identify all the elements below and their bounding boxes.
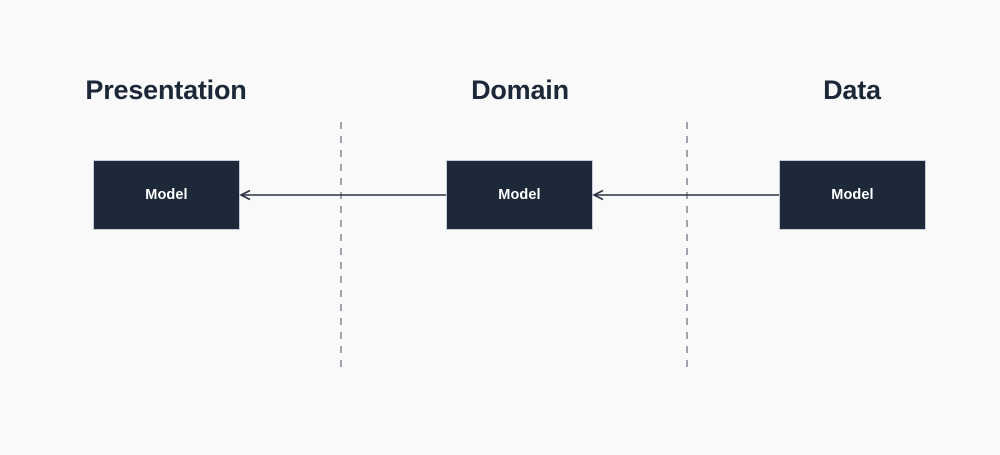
node-data-model[interactable]: Model: [779, 160, 926, 230]
node-presentation-model[interactable]: Model: [93, 160, 240, 230]
lane-title-data: Data: [823, 75, 881, 105]
lane-title-domain: Domain: [471, 75, 569, 105]
node-label: Model: [831, 186, 874, 203]
lane-title-presentation: Presentation: [85, 75, 247, 105]
node-label: Model: [498, 186, 541, 203]
arrowhead-left-icon: [239, 189, 251, 201]
arrowhead-left-icon: [592, 189, 604, 201]
node-domain-model[interactable]: Model: [446, 160, 593, 230]
connector-data-to-domain: [592, 189, 779, 201]
node-label: Model: [145, 186, 188, 203]
connector-domain-to-presentation: [239, 189, 446, 201]
